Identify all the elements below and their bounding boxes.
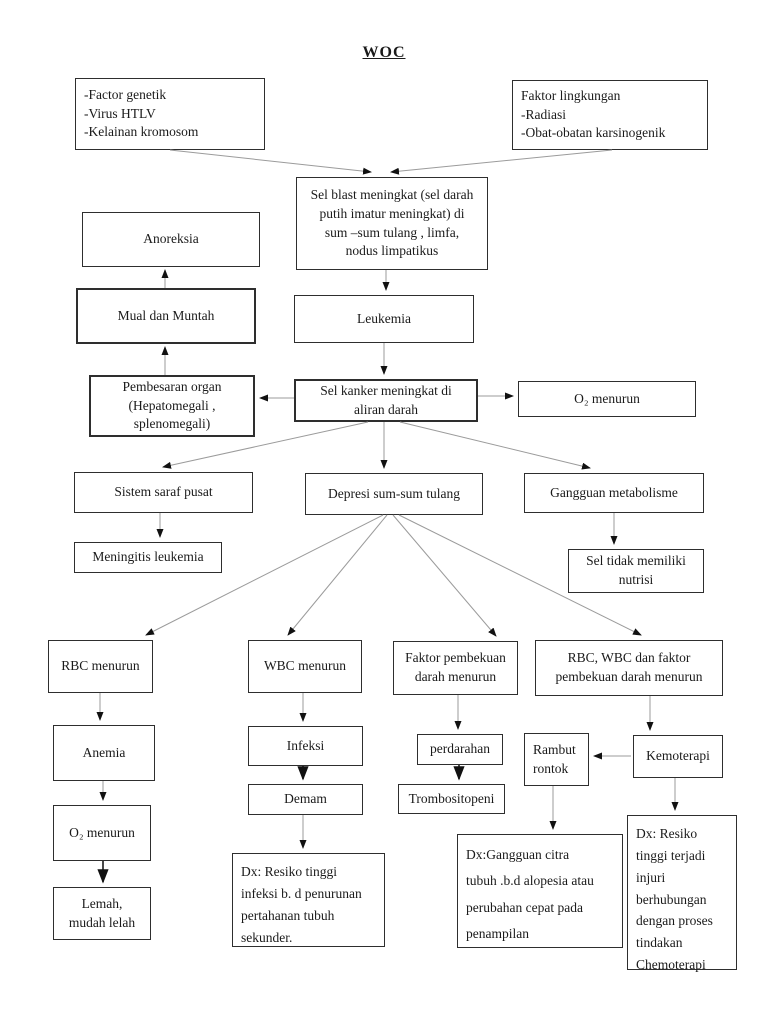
node-dx-resiko-injuri: Dx: Resiko tinggi terjadi injuri berhubu…	[627, 815, 737, 972]
node-infeksi: Infeksi	[248, 726, 363, 766]
node-perdarahan: perdarahan	[417, 734, 503, 765]
node-dx-gangguan-citra: Dx:Gangguan citra tubuh .b.d alopesia at…	[457, 834, 623, 948]
node-leukemia: Leukemia	[294, 295, 474, 343]
node-demam: Demam	[248, 784, 363, 815]
node-rambut-rontok: Rambut rontok	[524, 733, 589, 786]
node-sel-tidak-nutrisi: Sel tidak memiliki nutrisi	[568, 549, 704, 593]
node-faktor-pembekuan: Faktor pembekuan darah menurun	[393, 641, 518, 695]
node-kemoterapi: Kemoterapi	[633, 735, 723, 778]
node-depresi-sumsum: Depresi sum-sum tulang	[305, 473, 483, 515]
node-sel-kanker: Sel kanker meningkat di aliran darah	[294, 379, 478, 422]
node-rbc-menurun: RBC menurun	[48, 640, 153, 693]
node-rbc-wbc-faktor: RBC, WBC dan faktor pembekuan darah menu…	[535, 640, 723, 696]
node-dx-infeksi: Dx: Resiko tinggi infeksi b. d penurunan…	[232, 853, 385, 947]
diagram-title: WOC	[362, 44, 406, 61]
node-anoreksia: Anoreksia	[82, 212, 260, 267]
node-pembesaran-organ: Pembesaran organ (Hepatomegali , splenom…	[89, 375, 255, 437]
node-o2-menurun-atas: O₂ menurun	[518, 381, 696, 417]
node-meningitis: Meningitis leukemia	[74, 542, 222, 573]
node-sel-blast: Sel blast meningkat (sel darah putih ima…	[296, 177, 488, 270]
node-lemah-lelah: Lemah, mudah lelah	[53, 887, 151, 940]
node-o2-menurun-bawah: O₂ menurun	[53, 805, 151, 861]
node-sistem-saraf: Sistem saraf pusat	[74, 472, 253, 513]
node-anemia: Anemia	[53, 725, 155, 781]
node-factor-genetik: -Factor genetik -Virus HTLV -Kelainan kr…	[75, 78, 265, 150]
node-mual-muntah: Mual dan Muntah	[76, 288, 256, 344]
node-gangguan-metabolisme: Gangguan metabolisme	[524, 473, 704, 513]
node-wbc-menurun: WBC menurun	[248, 640, 362, 693]
node-trombositopeni: Trombositopeni	[398, 784, 505, 814]
node-faktor-lingkungan: Faktor lingkungan -Radiasi -Obat-obatan …	[512, 80, 708, 150]
